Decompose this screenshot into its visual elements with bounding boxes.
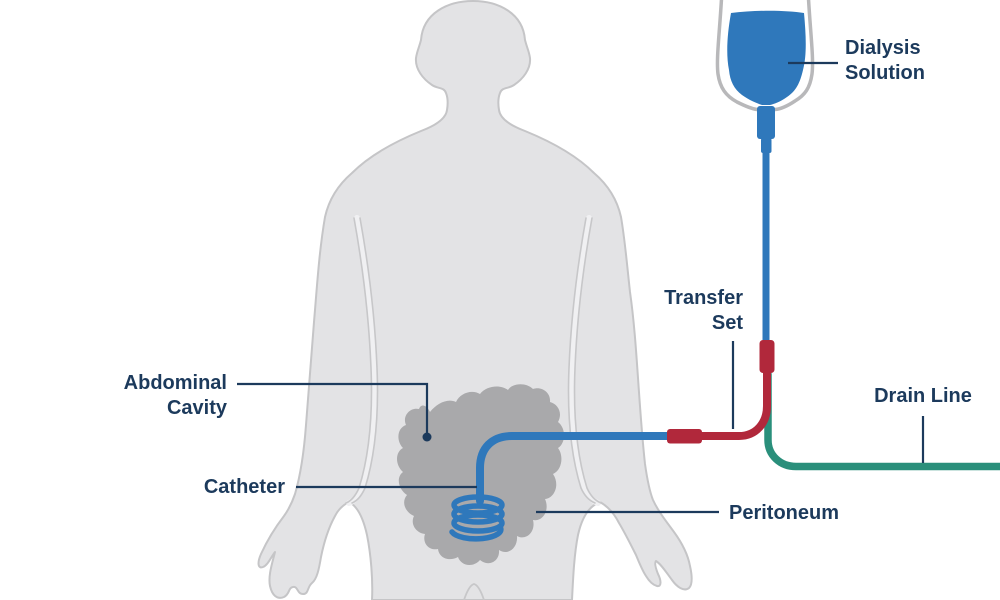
label-dialysis-solution: Dialysis Solution [845, 36, 925, 86]
label-transfer-set: Transfer Set [593, 286, 743, 336]
abdominal-cavity-dot [422, 432, 432, 442]
leader-lines [237, 61, 925, 514]
drain-line-tube [764, 370, 1000, 471]
label-peritoneum-text: Peritoneum [729, 502, 840, 524]
abdominal-cavity-leader-line [237, 382, 429, 433]
catheter-tube [449, 432, 698, 542]
label-drain-line: Drain Line [823, 384, 1000, 409]
bag-spout [757, 106, 775, 153]
arm-separation-lines [345, 215, 602, 506]
label-drain-line-text: Drain Line [874, 385, 972, 407]
label-peritoneum: Peritoneum [729, 501, 839, 526]
label-dialysis-solution-line1: Dialysis [845, 37, 921, 59]
transfer-set-connectors [667, 340, 775, 444]
label-transfer-set-line2: Set [711, 312, 743, 334]
crotch-line [463, 583, 485, 600]
body-silhouette [257, 0, 693, 600]
label-transfer-set-line1: Transfer [664, 287, 743, 309]
dialysis-bag-graphic [715, 0, 815, 153]
label-abdominal-cavity-line1: Abdominal [123, 372, 227, 394]
label-abdominal-cavity: Abdominal Cavity [47, 371, 227, 421]
label-catheter: Catheter [105, 475, 285, 500]
label-dialysis-solution-line2: Solution [845, 62, 925, 84]
label-catheter-text: Catheter [203, 476, 285, 498]
transfer-set-tube [694, 368, 771, 440]
label-abdominal-cavity-line2: Cavity [166, 397, 227, 419]
catheter-coil [449, 494, 505, 542]
